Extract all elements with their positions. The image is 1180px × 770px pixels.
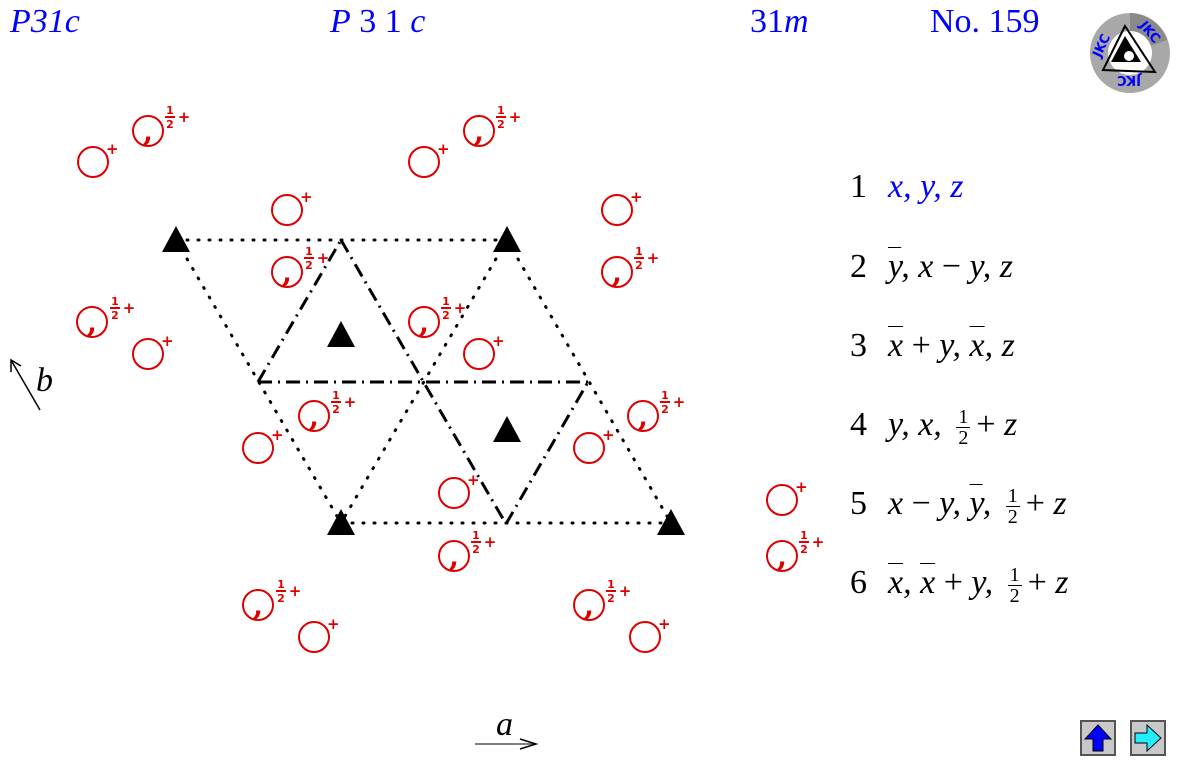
right-arrow-icon bbox=[1134, 723, 1162, 753]
svg-text:+: + bbox=[106, 140, 119, 158]
svg-text:1: 1 bbox=[472, 529, 480, 542]
svg-text:1: 1 bbox=[635, 245, 643, 258]
svg-text:2: 2 bbox=[277, 592, 285, 605]
svg-text:2: 2 bbox=[166, 118, 174, 131]
svg-text:+: + bbox=[344, 393, 357, 411]
b-axis-arrow-icon bbox=[10, 358, 41, 411]
svg-text:2: 2 bbox=[472, 543, 480, 556]
svg-text:+: + bbox=[630, 188, 643, 206]
short-symbol: P31c bbox=[10, 3, 80, 40]
svg-text:+: + bbox=[492, 332, 505, 350]
svg-text:1: 1 bbox=[607, 578, 615, 591]
svg-text:+: + bbox=[467, 471, 480, 489]
svg-text:2: 2 bbox=[635, 259, 643, 272]
svg-text:+: + bbox=[327, 615, 340, 633]
svg-text:+: + bbox=[437, 140, 450, 158]
up-button[interactable] bbox=[1080, 720, 1116, 756]
svg-text:,: , bbox=[282, 255, 292, 290]
plus-signs: + + + + + + + + + + + + bbox=[106, 140, 808, 633]
svg-text:1: 1 bbox=[305, 245, 313, 258]
a-axis-arrow-icon bbox=[475, 738, 539, 750]
svg-text:1: 1 bbox=[166, 104, 174, 117]
svg-text:+: + bbox=[619, 582, 632, 600]
svg-text:2: 2 bbox=[305, 259, 313, 272]
svg-text:+: + bbox=[317, 249, 330, 267]
svg-text:,: , bbox=[253, 588, 263, 623]
full-symbol: P 3 1 c bbox=[330, 3, 426, 40]
svg-text:1: 1 bbox=[332, 389, 340, 402]
svg-text:+: + bbox=[647, 249, 660, 267]
svg-text:1: 1 bbox=[277, 578, 285, 591]
svg-text:2: 2 bbox=[332, 403, 340, 416]
svg-text:+: + bbox=[300, 188, 313, 206]
point-group: 31m bbox=[750, 3, 809, 40]
svg-text:2: 2 bbox=[607, 592, 615, 605]
svg-text:,: , bbox=[612, 255, 622, 290]
comma-circles: ,, ,, ,, ,, ,, ,, 12+ 12+ 12+ 12+ 12+ 12… bbox=[76, 104, 825, 623]
svg-text:+: + bbox=[673, 393, 686, 411]
b-axis-label: b bbox=[36, 362, 53, 399]
a-axis-label: a bbox=[496, 706, 513, 743]
svg-text:,: , bbox=[777, 539, 787, 574]
threefold-axes bbox=[162, 226, 685, 535]
svg-text:,: , bbox=[87, 305, 97, 340]
svg-text:,: , bbox=[419, 305, 429, 340]
svg-text:+: + bbox=[161, 332, 174, 350]
svg-text:,: , bbox=[474, 114, 484, 149]
cell-outline bbox=[174, 238, 673, 525]
svg-text:,: , bbox=[143, 114, 153, 149]
svg-text:JKC: JKC bbox=[1117, 72, 1142, 87]
operation-1-expression: x, y, z bbox=[888, 168, 964, 205]
up-arrow-icon bbox=[1083, 724, 1113, 752]
svg-text:1: 1 bbox=[497, 104, 505, 117]
open-circles bbox=[77, 146, 798, 653]
svg-text:+: + bbox=[271, 426, 284, 444]
svg-text:+: + bbox=[454, 299, 467, 317]
svg-text:1: 1 bbox=[442, 295, 450, 308]
svg-text:2: 2 bbox=[111, 309, 119, 322]
svg-text:+: + bbox=[509, 108, 522, 126]
svg-text:2: 2 bbox=[800, 543, 808, 556]
svg-text:+: + bbox=[658, 615, 671, 633]
svg-text:2: 2 bbox=[442, 309, 450, 322]
glide-plane-lines bbox=[256, 239, 590, 525]
svg-text:1: 1 bbox=[661, 389, 669, 402]
svg-text:2: 2 bbox=[497, 118, 505, 131]
svg-text:+: + bbox=[795, 478, 808, 496]
space-group-number: No. 159 bbox=[930, 3, 1040, 40]
svg-text:,: , bbox=[638, 399, 648, 434]
svg-text:+: + bbox=[812, 533, 825, 551]
svg-text:+: + bbox=[178, 108, 191, 126]
svg-text:,: , bbox=[449, 539, 459, 574]
svg-text:+: + bbox=[289, 582, 302, 600]
svg-text:,: , bbox=[584, 588, 594, 623]
svg-text:2: 2 bbox=[661, 403, 669, 416]
jkc-logo-icon[interactable]: JKC JKC JKC bbox=[1089, 12, 1171, 94]
svg-text:+: + bbox=[602, 426, 615, 444]
svg-text:,: , bbox=[309, 399, 319, 434]
next-button[interactable] bbox=[1130, 720, 1166, 756]
svg-text:+: + bbox=[123, 299, 136, 317]
svg-text:+: + bbox=[484, 533, 497, 551]
svg-text:1: 1 bbox=[800, 529, 808, 542]
svg-text:1: 1 bbox=[111, 295, 119, 308]
